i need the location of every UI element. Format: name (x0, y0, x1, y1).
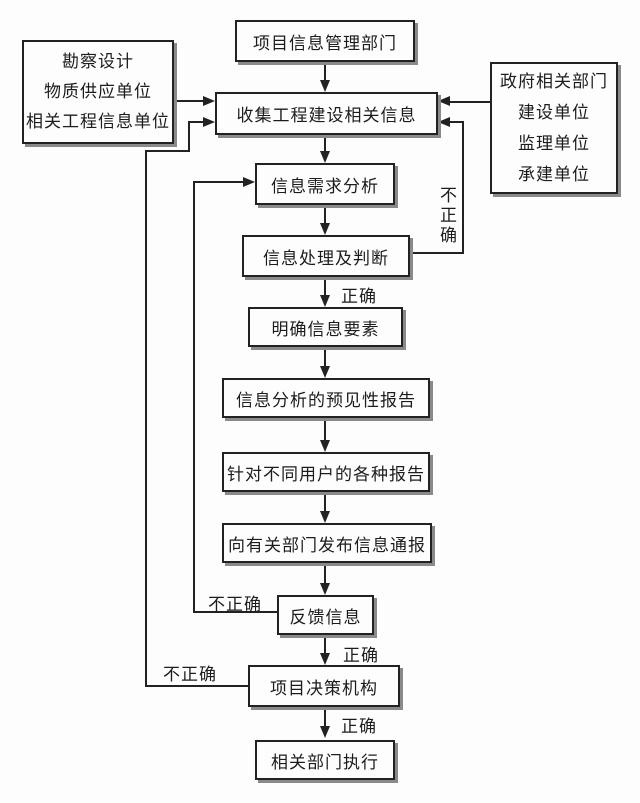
node-label: 项目决策机构 (270, 678, 378, 698)
node-label: 反馈信息 (289, 607, 362, 627)
node-right-sources: 政府相关部门 建设单位 监理单位 承建单位 (490, 62, 618, 194)
arrowhead-down-icon (320, 295, 330, 307)
connector-decision-incorrect-loop (145, 150, 147, 687)
node-line: 相关工程信息单位 (26, 112, 170, 131)
node-need-analysis: 信息需求分析 (255, 163, 395, 205)
node-line: 政府相关部门 (500, 72, 608, 91)
connector-decision-execute (324, 707, 326, 727)
node-line: 监理单位 (518, 134, 590, 153)
node-process-judge: 信息处理及判断 (242, 235, 410, 277)
arrowhead-down-icon (320, 223, 330, 235)
node-clarify-elements: 明确信息要素 (248, 307, 403, 347)
connector-collect-need (324, 135, 326, 152)
connector-userreports-notify (324, 492, 326, 512)
node-feedback: 反馈信息 (277, 595, 374, 635)
arrowhead-down-icon (320, 726, 330, 738)
arrowhead-down-icon (320, 653, 330, 665)
arrowhead-down-icon (320, 583, 330, 595)
connector-decision-incorrect-loop (145, 685, 248, 687)
connector-decision-incorrect-loop (190, 121, 203, 123)
node-line: 建设单位 (518, 103, 590, 122)
connector-notify-feedback (324, 563, 326, 584)
connector-feedback-incorrect-loop (193, 181, 195, 613)
connector-decision-incorrect-loop (145, 150, 190, 152)
node-project-info-dept: 项目信息管理部门 (235, 20, 415, 62)
edge-label-incorrect: 不正确 (208, 595, 262, 614)
edge-label-correct: 正确 (341, 287, 377, 306)
edge-label-incorrect: 不正确 (437, 186, 456, 246)
connector-rightsources-collect (450, 101, 490, 103)
arrowhead-down-icon (320, 366, 330, 378)
node-decision-body: 项目决策机构 (248, 665, 400, 707)
connector-clarify-forecast (324, 347, 326, 367)
node-collect-info: 收集工程建设相关信息 (215, 92, 438, 135)
arrowhead-left-icon (438, 117, 450, 127)
node-line: 承建单位 (518, 165, 590, 184)
node-left-sources: 勘察设计 物质供应单位 相关工程信息单位 (22, 40, 174, 144)
node-label: 信息分析的预见性报告 (236, 390, 416, 410)
arrowhead-down-icon (320, 151, 330, 163)
connector-feedback-decision (324, 635, 326, 654)
connector-feedback-incorrect-loop (195, 181, 243, 183)
arrowhead-right-icon (203, 96, 215, 106)
arrowhead-right-icon (203, 117, 215, 127)
node-notify-depts: 向有关部门发布信息通报 (222, 523, 432, 563)
connector-decision-incorrect-loop (188, 121, 190, 152)
edge-label-correct: 正确 (341, 717, 377, 736)
node-label: 明确信息要素 (271, 319, 380, 339)
connector-process-incorrect-loop (462, 121, 464, 254)
connector-need-process (324, 205, 326, 224)
connector-forecast-userreports (324, 418, 326, 441)
arrowhead-down-icon (320, 511, 330, 523)
connector-feedback-incorrect-loop (193, 611, 277, 613)
node-forecast-report: 信息分析的预见性报告 (222, 378, 430, 418)
connector-leftsources-collect (173, 100, 204, 102)
connector-process-clarify (324, 277, 326, 296)
node-execute: 相关部门执行 (255, 740, 395, 780)
edge-label-incorrect: 不正确 (163, 665, 217, 684)
arrowhead-left-icon (438, 96, 450, 106)
arrowhead-right-icon (243, 177, 255, 187)
node-label: 针对不同用户的各种报告 (227, 464, 425, 484)
connector-process-incorrect-loop (410, 252, 464, 254)
node-label: 信息处理及判断 (263, 248, 389, 268)
arrowhead-down-icon (320, 80, 330, 92)
node-label: 相关部门执行 (271, 752, 379, 772)
node-label: 收集工程建设相关信息 (236, 106, 417, 125)
connector-process-incorrect-loop (450, 121, 462, 123)
node-user-reports: 针对不同用户的各种报告 (222, 452, 430, 492)
connector-topdept-collect (324, 61, 326, 81)
edge-label-correct: 正确 (343, 646, 379, 665)
arrowhead-down-icon (320, 440, 330, 452)
node-label: 向有关部门发布信息通报 (228, 535, 426, 555)
node-label: 项目信息管理部门 (253, 33, 397, 53)
node-line: 物质供应单位 (44, 82, 152, 101)
node-label: 信息需求分析 (271, 176, 379, 196)
node-line: 勘察设计 (62, 52, 134, 71)
